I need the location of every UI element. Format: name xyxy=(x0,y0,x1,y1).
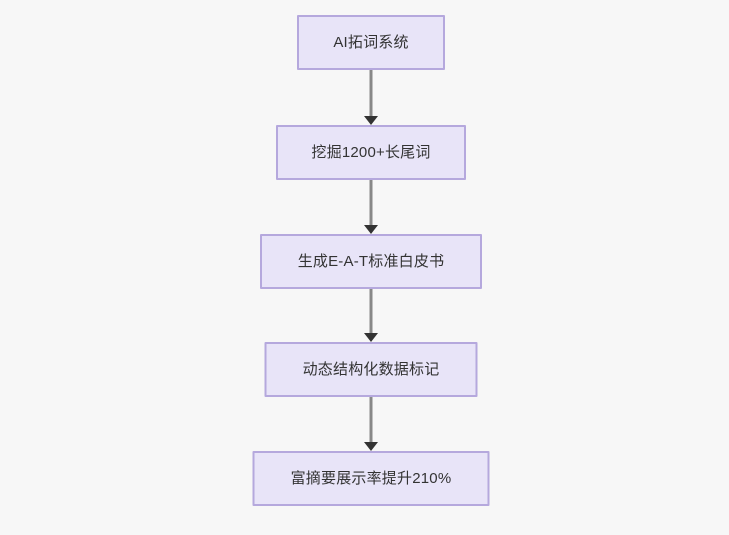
flowchart-node-ai-keyword-system[interactable]: AI拓词系统 xyxy=(297,15,445,70)
edge-n2-to-n3 xyxy=(369,180,373,225)
arrowhead-n1-to-n2 xyxy=(364,116,378,125)
arrowhead-n4-to-n5 xyxy=(364,442,378,451)
flowchart-node-generate-eat-whitepaper[interactable]: 生成E-A-T标准白皮书 xyxy=(260,234,482,289)
node-label: AI拓词系统 xyxy=(333,34,409,51)
arrowhead-n2-to-n3 xyxy=(364,225,378,234)
flowchart-node-rich-snippet-rate-increase[interactable]: 富摘要展示率提升210% xyxy=(252,451,490,506)
node-label: 动态结构化数据标记 xyxy=(302,361,440,378)
edge-n4-to-n5 xyxy=(369,397,373,442)
edge-n1-to-n2 xyxy=(369,70,373,116)
flowchart-node-mine-longtail-keywords[interactable]: 挖掘1200+长尾词 xyxy=(276,125,466,180)
node-label: 富摘要展示率提升210% xyxy=(290,470,452,487)
edge-n3-to-n4 xyxy=(369,289,373,333)
arrowhead-n3-to-n4 xyxy=(364,333,378,342)
node-label: 生成E-A-T标准白皮书 xyxy=(297,253,445,270)
flowchart-node-dynamic-structured-data-markup[interactable]: 动态结构化数据标记 xyxy=(264,342,478,397)
node-label: 挖掘1200+长尾词 xyxy=(311,144,431,161)
